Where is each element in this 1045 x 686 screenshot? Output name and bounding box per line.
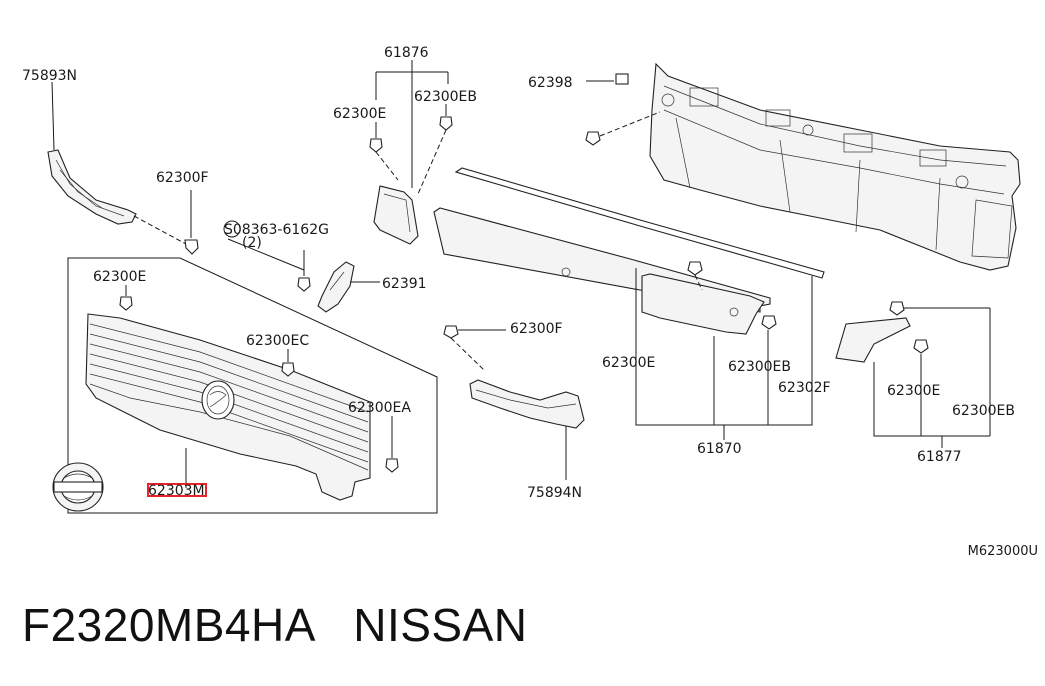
callout-62300E-right: 62300E (887, 383, 940, 399)
nissan-emblem-icon (52, 462, 104, 512)
callout-75893N: 75893N (22, 68, 77, 84)
diagram-code: M623000U (967, 544, 1038, 559)
screw-upper-left (585, 111, 661, 146)
molding-61877 (835, 317, 911, 363)
clip-62300E-top (369, 122, 399, 181)
upper-support-assembly (649, 62, 1021, 271)
callout-62391: 62391 (382, 276, 427, 292)
clip-62300EC (281, 349, 295, 377)
callout-62300EB-top: 62300EB (414, 89, 477, 105)
clip-62300E-grille (119, 285, 133, 311)
screw-08363-6162G (223, 220, 311, 292)
highlight-box-62303M (147, 483, 207, 497)
callout-61876: 61876 (384, 45, 429, 61)
bracket-62391 (317, 261, 380, 313)
callout-61870: 61870 (697, 441, 742, 457)
callout-62300F-mid: 62300F (510, 321, 563, 337)
clip-62300F-mid (443, 325, 506, 371)
clip-62398 (586, 73, 629, 85)
bracket-75893N (47, 149, 137, 225)
brand-name: NISSAN (353, 599, 528, 651)
callout-62300EB-right: 62300EB (952, 403, 1015, 419)
callout-75894N: 75894N (527, 485, 582, 501)
clip-62300EB-mid (761, 315, 777, 330)
footer-title: F2320MB4HA NISSAN (22, 598, 528, 652)
front-grille-62303M (85, 313, 371, 501)
callout-62300E-top: 62300E (333, 106, 386, 122)
clip-62300EB-top (417, 104, 453, 195)
clip-62300EB-right (889, 301, 991, 436)
callout-62300EC: 62300EC (246, 333, 309, 349)
callout-62303M: 62303M (148, 483, 205, 499)
callout-62300E-frame: 62300E (93, 269, 146, 285)
clip-62300EA (385, 416, 399, 473)
callout-08363-6162G: S08363-6162G (224, 222, 329, 238)
callout-61877: 61877 (917, 449, 962, 465)
clip-62300E-right (913, 339, 929, 436)
callout-62300F-left: 62300F (156, 170, 209, 186)
callout-62398: 62398 (528, 75, 573, 91)
bracket-61876 (373, 185, 419, 245)
bracket-75894N (469, 379, 585, 429)
callout-62300E-mid: 62300E (602, 355, 655, 371)
clip-62300F-left (184, 190, 199, 255)
clip-62300E-mid (687, 261, 703, 291)
molding-strip-upper (454, 167, 825, 279)
callout-62300EA: 62300EA (348, 400, 411, 416)
callout-62302F: 62302F (778, 380, 831, 396)
callout-08363-qty: (2) (242, 235, 262, 251)
callout-62300EB-mid: 62300EB (728, 359, 791, 375)
group-61877-frame (873, 362, 990, 437)
part-number: F2320MB4HA (22, 599, 314, 651)
